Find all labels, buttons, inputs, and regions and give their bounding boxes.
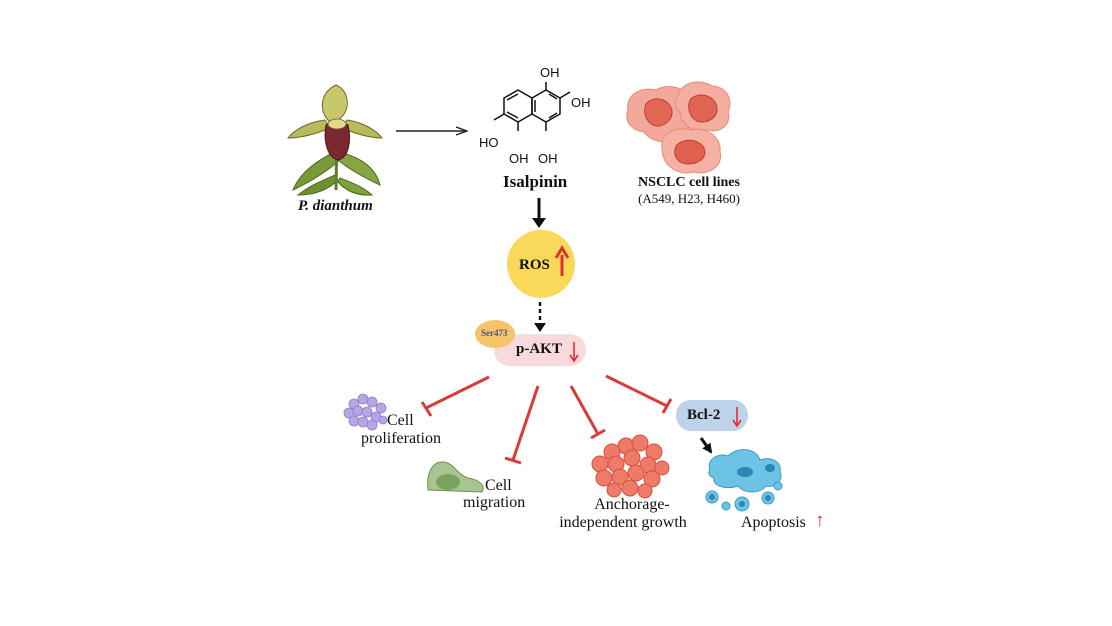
cell-migration-icon	[427, 461, 484, 493]
oh-bottom-left-label: OH	[509, 151, 529, 166]
pakt-label: p-AKT	[516, 341, 562, 357]
pakt-node	[494, 334, 586, 366]
oh-right-label: OH	[571, 95, 591, 110]
ser473-label: Ser473	[481, 328, 508, 338]
ros-node	[507, 230, 575, 298]
bcl2-label: Bcl-2	[687, 407, 721, 423]
anchorage-label-line1: Anchorage-	[594, 496, 670, 513]
nsclc-cells-icon	[626, 81, 731, 174]
compound-name-label: Isalpinin	[503, 172, 568, 191]
apoptosis-cells-icon	[705, 449, 783, 512]
apoptosis-label: Apoptosis	[741, 514, 806, 531]
proliferation-label-line2: proliferation	[361, 430, 441, 447]
cell-proliferation-icon	[343, 393, 388, 431]
bcl2-to-apoptosis-arrow	[699, 437, 713, 454]
proliferation-label-line1: Cell	[387, 412, 414, 429]
cells-title-label: NSCLC cell lines	[638, 175, 740, 190]
ros-up-arrow-icon	[554, 245, 570, 276]
migration-label-line1: Cell	[485, 477, 512, 494]
bcl2-node	[676, 400, 748, 431]
apoptosis-up-arrow: ↑	[815, 510, 825, 531]
migration-label-line2: migration	[463, 494, 526, 511]
oh-top-label: OH	[540, 65, 560, 80]
cells-lines-label: (A549, H23, H460)	[638, 191, 740, 206]
colony-growth-icon	[591, 434, 670, 499]
inhibition-lines	[420, 374, 673, 465]
plant-name-label: P. dianthum	[298, 198, 373, 214]
anchorage-label-line2: independent growth	[559, 514, 687, 531]
pakt-down-arrow-icon	[569, 342, 579, 363]
ho-left-label: HO	[479, 135, 499, 150]
isalpinin-structure-icon	[493, 82, 571, 131]
bcl2-down-arrow-icon	[732, 407, 742, 428]
ros-label: ROS	[519, 257, 550, 273]
orchid-plant-icon	[286, 84, 384, 196]
oh-bottom-right-label: OH	[538, 151, 558, 166]
ser473-node	[475, 320, 515, 348]
